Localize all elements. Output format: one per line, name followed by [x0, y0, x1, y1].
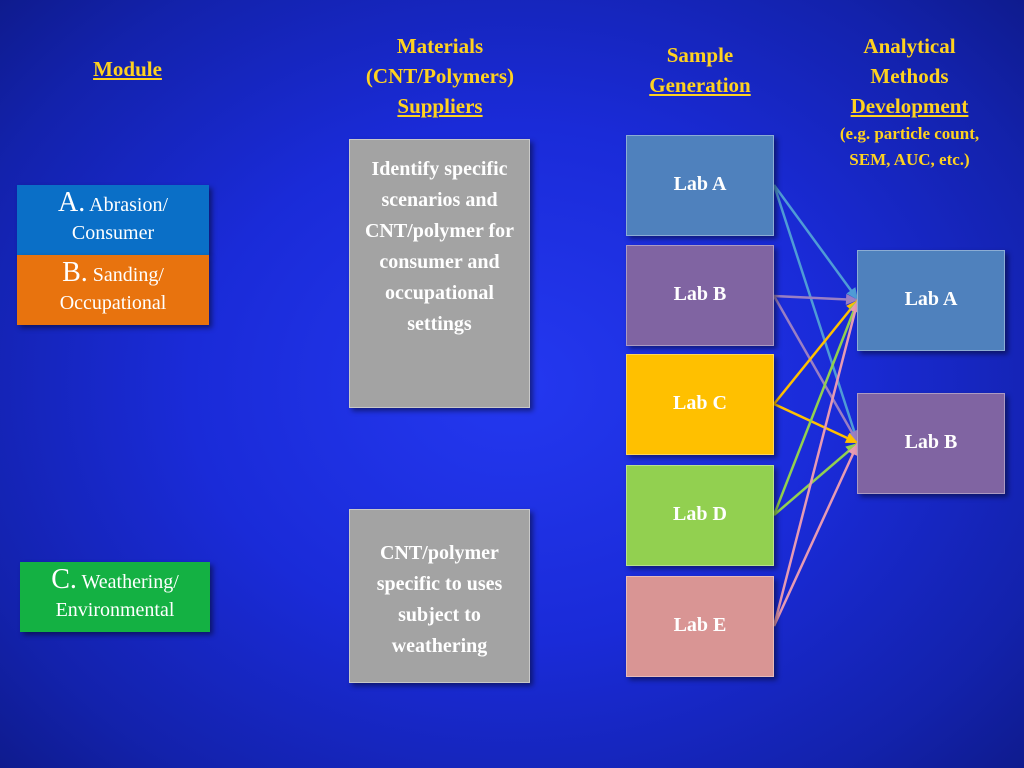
- module-b-letter: B.: [62, 257, 88, 288]
- materials-header-line1: Materials: [396, 34, 484, 58]
- module-b-label-a: Sanding/: [92, 264, 164, 286]
- connector-arrowhead-5: [844, 432, 858, 443]
- supplier-box-consumer-occupational-text: Identify specific scenarios and CNT/poly…: [364, 158, 515, 335]
- module-b-label-b: Occupational: [59, 292, 167, 314]
- supplier-box-consumer-occupational: Identify specific scenarios and CNT/poly…: [349, 139, 530, 408]
- module-b-box: B. Sanding/ Occupational: [17, 255, 209, 325]
- connector-line-6: [772, 299, 860, 516]
- module-a-letter: A.: [57, 187, 86, 218]
- analytical-header-line2: Methods: [870, 64, 949, 88]
- sample-lab-c-label: Lab C: [673, 391, 727, 414]
- module-c-box: C. Weathering/ Environmental: [20, 562, 210, 632]
- sample-lab-b-label: Lab B: [673, 282, 727, 305]
- sample-header-line1: Sample: [666, 43, 734, 67]
- analytical-lab-b: Lab B: [857, 393, 1005, 494]
- sample-lab-a: Lab A: [626, 135, 774, 236]
- materials-header: Materials (CNT/Polymers) Suppliers: [330, 31, 550, 121]
- connector-line-5: [773, 402, 859, 445]
- sample-lab-e: Lab E: [626, 576, 774, 677]
- analytical-header-note: (e.g. particle count, SEM, AUC, etc.): [839, 124, 980, 169]
- module-c-label-b: Environmental: [55, 599, 175, 621]
- analytical-lab-a: Lab A: [857, 250, 1005, 351]
- sample-header-line2: Generation: [649, 73, 751, 97]
- analytical-methods-header: Analytical Methods Development (e.g. par…: [812, 31, 1007, 173]
- connector-line-7: [773, 442, 859, 516]
- connector-line-9: [772, 442, 860, 627]
- sample-lab-c: Lab C: [626, 354, 774, 455]
- connector-arrowhead-0: [846, 287, 858, 300]
- sample-generation-header: Sample Generation: [620, 40, 780, 100]
- connector-line-1: [772, 184, 860, 444]
- module-header: Module: [60, 54, 195, 84]
- module-a-box: A. Abrasion/ Consumer: [17, 185, 209, 255]
- sample-lab-e-label: Lab E: [673, 613, 727, 636]
- connector-line-3: [772, 295, 860, 444]
- supplier-box-weathering: CNT/polymer specific to uses subject to …: [349, 509, 530, 683]
- module-c-label-a: Weathering/: [81, 571, 179, 593]
- module-a-label-b: Consumer: [71, 222, 155, 244]
- materials-header-line2: (CNT/Polymers): [365, 64, 515, 88]
- module-header-text: Module: [93, 57, 162, 81]
- module-c-letter: C.: [51, 564, 77, 595]
- analytical-header-line1: Analytical: [863, 34, 956, 58]
- module-a-label-a: Abrasion/: [89, 194, 169, 216]
- sample-lab-d: Lab D: [626, 465, 774, 566]
- connector-line-2: [773, 294, 859, 302]
- connector-arrowhead-9: [847, 443, 858, 457]
- connector-line-0: [772, 184, 860, 301]
- connector-line-8: [772, 299, 860, 627]
- supplier-box-weathering-text: CNT/polymer specific to uses subject to …: [376, 542, 503, 657]
- connector-arrowhead-2: [845, 293, 858, 305]
- sample-lab-a-label: Lab A: [673, 172, 727, 195]
- connector-line-4: [773, 299, 859, 405]
- sample-lab-b: Lab B: [626, 245, 774, 346]
- connector-arrowhead-3: [847, 429, 858, 443]
- materials-header-line3: Suppliers: [397, 94, 483, 118]
- analytical-header-line3: Development: [850, 94, 969, 118]
- analytical-lab-b-label: Lab B: [904, 430, 958, 453]
- analytical-lab-a-label: Lab A: [904, 287, 958, 310]
- sample-lab-d-label: Lab D: [673, 502, 727, 525]
